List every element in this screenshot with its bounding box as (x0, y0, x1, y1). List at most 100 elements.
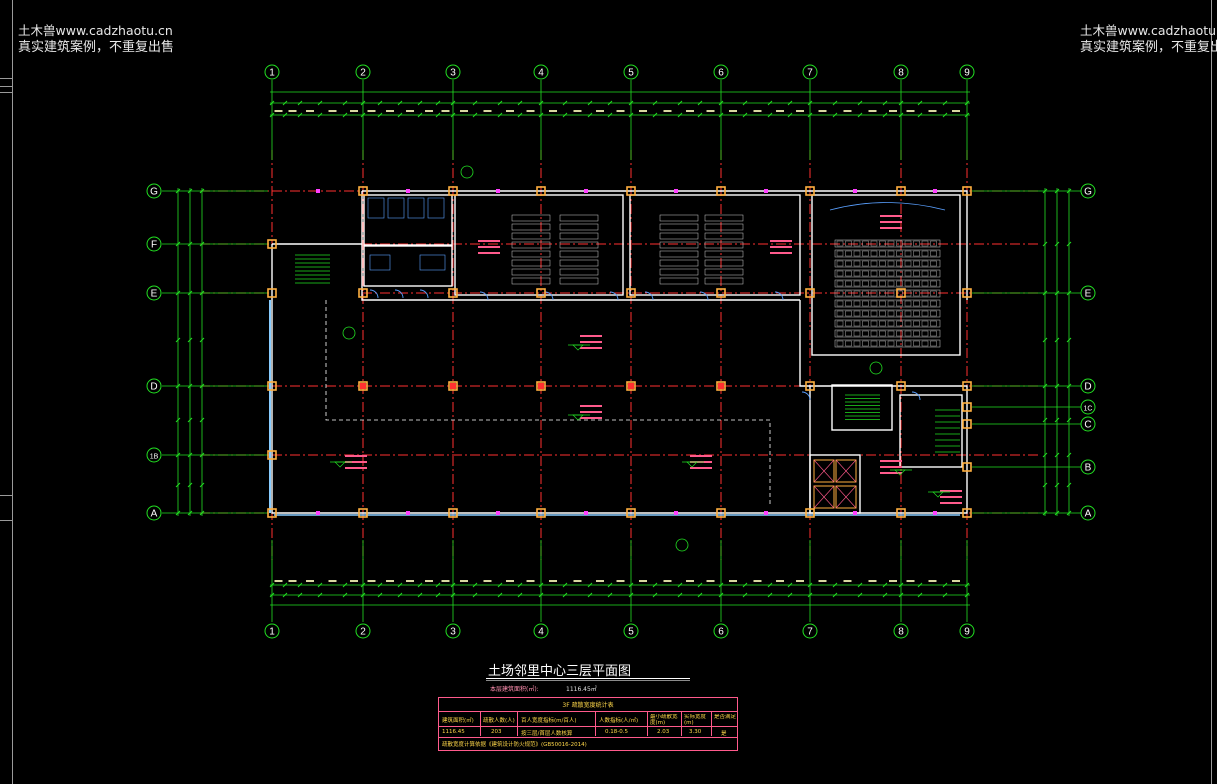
dimension-tick (1054, 337, 1060, 343)
axis-left-label: E (151, 289, 158, 300)
seat (862, 280, 869, 287)
dimension-text-mark (406, 580, 414, 582)
seat (879, 270, 886, 277)
seat (930, 300, 937, 307)
wall-marker (496, 189, 500, 193)
dimension-tick (397, 100, 403, 106)
dimension-tick (1042, 383, 1048, 389)
seat (870, 250, 878, 257)
seat (904, 280, 912, 287)
dimension-tick (587, 592, 593, 598)
desk-row (704, 223, 744, 231)
seat-row (834, 339, 941, 348)
dimension-tick (607, 582, 613, 588)
dimension-tick (767, 112, 773, 118)
dimension-tick (538, 100, 544, 106)
seat (896, 320, 903, 327)
seat (913, 290, 920, 297)
dimension-text-mark (663, 110, 672, 112)
dimension-text-mark (306, 110, 314, 112)
seat (870, 270, 878, 277)
table-footer: 疏散宽度计算依据《建筑设计防火规范》(GB50016-2014) (442, 742, 587, 748)
classroom-2 (629, 194, 801, 296)
wall-marker (496, 511, 500, 515)
seat (904, 340, 912, 347)
dimension-text-mark (441, 580, 450, 582)
room-label-mark (580, 411, 602, 413)
axis-top-circle (445, 64, 461, 80)
seat (930, 310, 937, 317)
dimension-tick (317, 592, 323, 598)
seat (853, 310, 861, 317)
dimension-tick (917, 592, 923, 598)
dimension-tick (607, 592, 613, 598)
dimension-tick (297, 582, 303, 588)
axis-right-circle (1080, 416, 1096, 432)
wall-marker (674, 511, 678, 515)
seat-row (834, 239, 941, 248)
column (448, 186, 458, 196)
axis-left-label: F (151, 240, 157, 251)
dimension-text-mark (868, 580, 877, 582)
column (962, 186, 972, 196)
dimension-tick (497, 100, 503, 106)
dimension-tick (742, 100, 748, 106)
elevation-marker (334, 461, 346, 468)
axis-top-label: 3 (450, 68, 456, 79)
dimension-tick (497, 582, 503, 588)
room-label-mark (940, 502, 962, 504)
room-label-mark (580, 347, 602, 349)
dimension-tick (472, 582, 478, 588)
axis-right-circle (1080, 399, 1096, 415)
desk-row (559, 232, 599, 240)
table-col-rule (681, 712, 682, 736)
column-core (718, 383, 724, 389)
seat (879, 330, 886, 337)
desk-row (659, 232, 699, 240)
seat (913, 300, 920, 307)
column (267, 288, 277, 298)
dimension-text-mark (425, 580, 433, 582)
seat (853, 250, 861, 257)
table-header-cell: 是否满足 (714, 714, 736, 720)
toilet-block-upper (363, 194, 453, 246)
seat (879, 280, 886, 287)
column-core (538, 383, 544, 389)
seat (836, 320, 844, 327)
dimension-tick (917, 112, 923, 118)
dimension-tick (832, 592, 838, 598)
seat (853, 290, 861, 297)
room-label-mark (580, 341, 602, 343)
dimension-tick (942, 100, 948, 106)
axis-right-circle (1080, 378, 1096, 394)
dimension-tick (450, 100, 456, 106)
table-rule (439, 737, 737, 738)
building-walls (269, 190, 968, 516)
seat (921, 330, 929, 337)
seat (921, 240, 929, 247)
evacuation-table: 3F 疏散宽度统计表 建筑面积(㎡) 疏散人数(人) 百人宽度指标(m/百人) … (438, 697, 738, 751)
dimension-tick (1066, 241, 1072, 247)
axis-bottom-label: 5 (628, 627, 634, 638)
dimension-tick (767, 100, 773, 106)
dimension-lines (162, 80, 1082, 622)
dimension-tick (377, 112, 383, 118)
dimension-text-mark (952, 110, 960, 112)
dimension-tick (917, 100, 923, 106)
wall-marker (674, 189, 678, 193)
dimension-tick (175, 452, 181, 458)
table-col-rule (711, 712, 712, 736)
dimension-tick (187, 510, 193, 516)
desk-row (704, 250, 744, 258)
dimension-tick (628, 582, 634, 588)
toilet-cubicle (367, 197, 385, 219)
room-label-mark (478, 246, 500, 248)
wall-marker (933, 511, 937, 515)
axis-top-label: 7 (807, 68, 813, 79)
dimension-text-mark (928, 110, 937, 112)
dimension-tick (1066, 383, 1072, 389)
axis-right-label: D (1084, 382, 1091, 393)
dimension-tick (697, 592, 703, 598)
dimension-tick (1066, 337, 1072, 343)
